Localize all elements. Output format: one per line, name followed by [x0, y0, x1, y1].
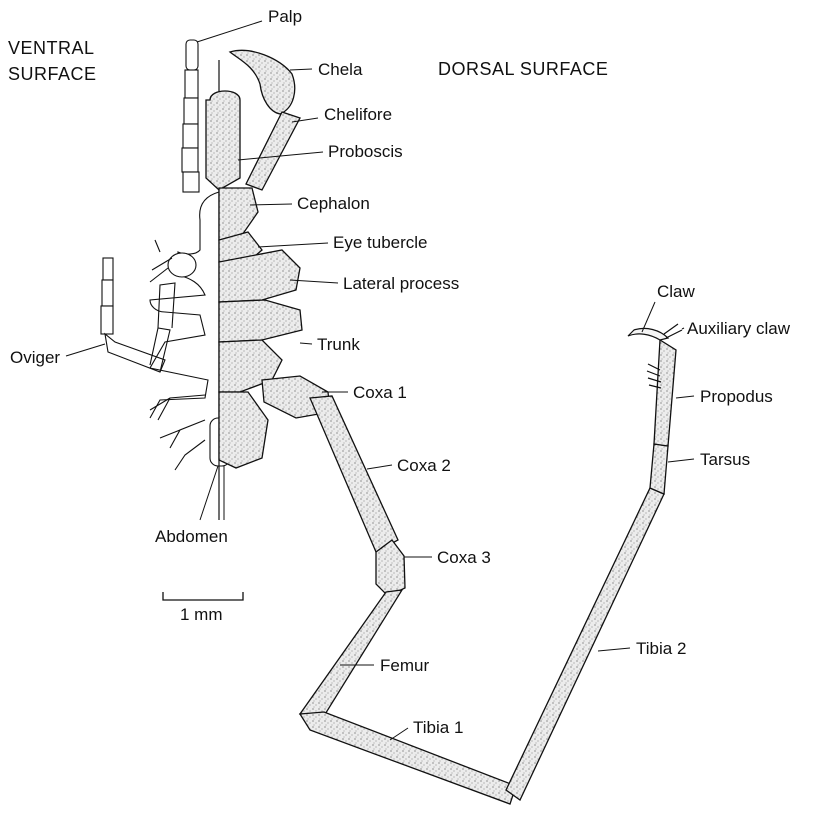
- label-auxiliary-claw: Auxiliary claw: [687, 319, 791, 338]
- label-tibia-2: Tibia 2: [636, 639, 686, 658]
- label-coxa-2: Coxa 2: [397, 456, 451, 475]
- label-propodus: Propodus: [700, 387, 773, 406]
- palp-segment: [183, 172, 199, 192]
- label-lateral-process: Lateral process: [343, 274, 459, 293]
- oviger-base: [168, 253, 196, 277]
- proboscis: [206, 91, 240, 190]
- label-chelifore: Chelifore: [324, 105, 392, 124]
- label-proboscis: Proboscis: [328, 142, 403, 161]
- dorsal-half: [206, 50, 682, 804]
- posterior-lateral-process: [219, 392, 268, 468]
- palp-segment: [185, 70, 198, 98]
- label-cephalon: Cephalon: [297, 194, 370, 213]
- propodus: [654, 340, 676, 446]
- label-palp: Palp: [268, 7, 302, 26]
- coxa-2: [310, 396, 398, 552]
- label-eye-tubercle: Eye tubercle: [333, 233, 428, 252]
- femur: [300, 590, 402, 716]
- ventral-surface-heading-line1: VENTRAL: [8, 38, 95, 58]
- coxa-3: [376, 540, 405, 596]
- chelifore: [246, 112, 300, 190]
- scale-bar-label: 1 mm: [180, 605, 223, 624]
- cephalon: [219, 188, 258, 240]
- oviger-segment: [101, 306, 113, 334]
- oviger-segment: [102, 280, 113, 306]
- label-abdomen: Abdomen: [155, 527, 228, 546]
- trunk: [219, 300, 302, 342]
- dorsal-surface-heading: DORSAL SURFACE: [438, 59, 608, 79]
- ventral-body-outline: [150, 192, 219, 418]
- label-coxa-1: Coxa 1: [353, 383, 407, 402]
- oviger: [101, 240, 196, 372]
- ventral-surface-heading-line2: SURFACE: [8, 64, 97, 84]
- scale-bar-line: [163, 592, 243, 600]
- scale-bar: 1 mm: [163, 592, 243, 624]
- oviger-segment: [158, 283, 175, 328]
- palp-segment: [184, 98, 198, 124]
- palp-segment: [186, 40, 198, 70]
- palp-segment: [183, 124, 198, 148]
- label-chela: Chela: [318, 60, 363, 79]
- oviger-segment: [103, 258, 113, 280]
- leader-lines: [66, 21, 694, 740]
- palp-segment: [182, 148, 198, 172]
- label-coxa-3: Coxa 3: [437, 548, 491, 567]
- label-tarsus: Tarsus: [700, 450, 750, 469]
- label-claw: Claw: [657, 282, 696, 301]
- tibia-1: [300, 712, 516, 804]
- ventral-legs-outline: [150, 395, 205, 470]
- label-tibia-1: Tibia 1: [413, 718, 463, 737]
- label-femur: Femur: [380, 656, 429, 675]
- auxiliary-claw: [664, 324, 682, 338]
- tarsus: [650, 444, 668, 494]
- claw: [628, 328, 668, 340]
- label-trunk: Trunk: [317, 335, 360, 354]
- label-oviger: Oviger: [10, 348, 60, 367]
